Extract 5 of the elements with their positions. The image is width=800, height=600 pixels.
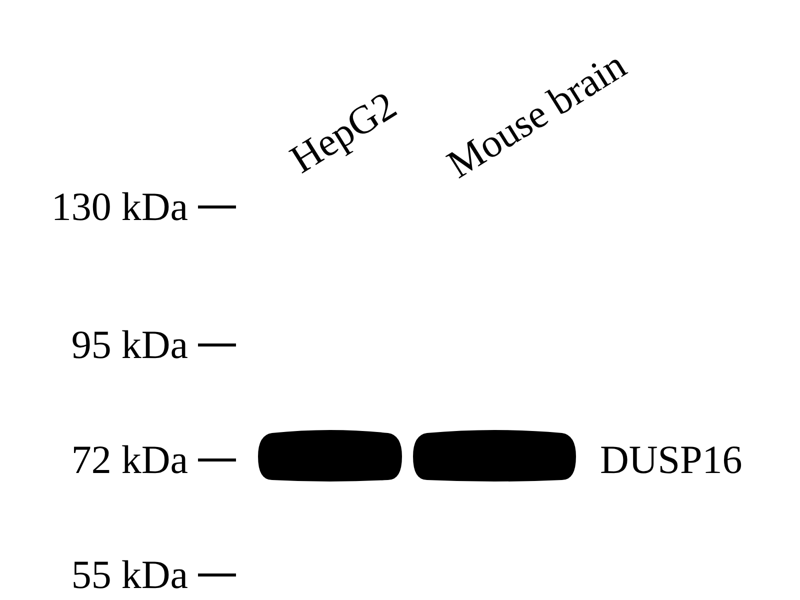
- molecular-weight-label: 130 kDa: [51, 187, 188, 227]
- molecular-weight-label: 95 kDa: [71, 325, 188, 365]
- band-label: DUSP16: [600, 440, 742, 480]
- molecular-weight-label: 55 kDa: [71, 555, 188, 595]
- molecular-weight-label: 72 kDa: [71, 440, 188, 480]
